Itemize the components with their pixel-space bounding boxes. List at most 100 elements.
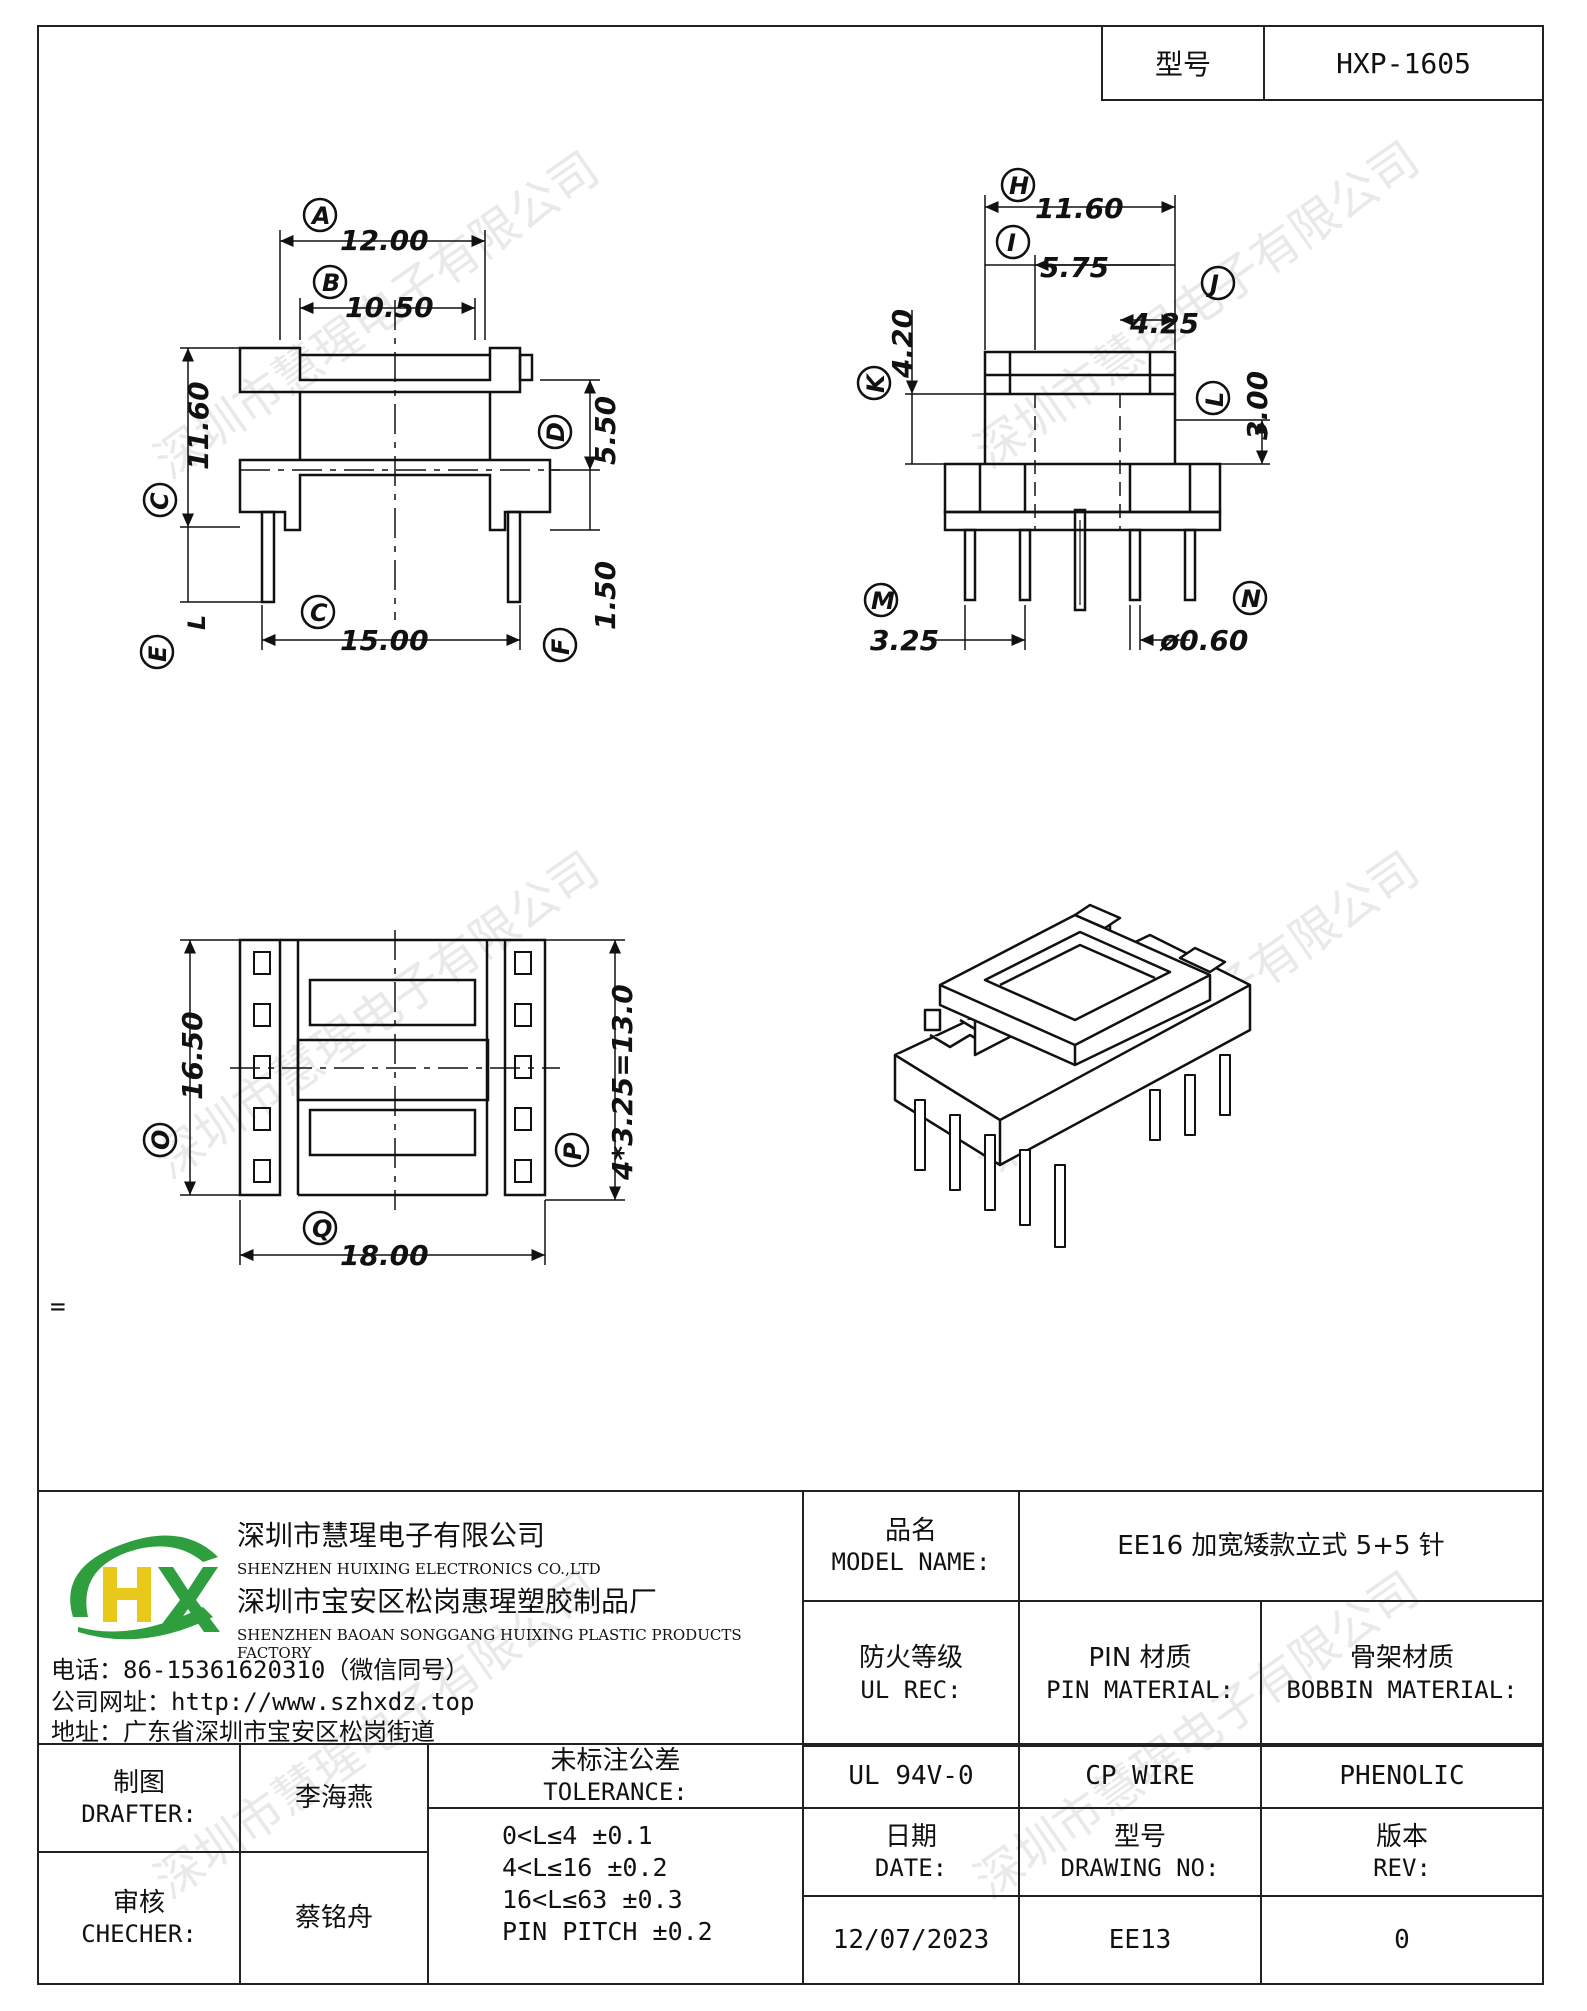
company-logo [70,1535,220,1640]
dim-l: 3.00 [1241,371,1274,440]
checker-label: 审核 CHECHER: [37,1851,241,1985]
model-header-box: 型号 HXP-1605 [1101,25,1544,101]
pin-material-zh: PIN 材质 [1088,1643,1192,1674]
dim-b: 10.50 [345,291,434,324]
company-address: 地址：广东省深圳市宝安区松岗街道 [51,1718,435,1746]
date-zh: 日期 [884,1821,937,1852]
drawing-no-label: 型号 DRAWING NO: [1018,1807,1262,1897]
tolerance-en: TOLERANCE: [543,1778,688,1807]
model-name-label: 品名 MODEL NAME: [802,1490,1020,1602]
bobbin-material-label: 骨架材质 BOBBIN MATERIAL: [1260,1600,1544,1747]
dim-q: 18.00 [340,1239,429,1272]
label-e: E [144,645,172,662]
label-n: N [1241,585,1261,613]
dim-c-height: 11.60 [182,381,215,470]
dim-p: 4*3.25=13.0 [606,984,639,1181]
label-l: L [1201,392,1229,407]
company-name-cn: 深圳市慧瑆电子有限公司 [237,1519,546,1552]
ul-rec-label: 防火等级 UL REC: [802,1600,1020,1747]
drawing-no-zh: 型号 [1113,1821,1166,1852]
rev-label: 版本 REV: [1260,1807,1544,1897]
dim-j: 4.25 [1129,307,1199,340]
watermark-text: 深圳市慧瑆电子有限公司 [145,841,610,1190]
model-name-value: EE16 加宽矮款立式 5+5 针 [1117,1530,1445,1561]
drawing-no-value: EE13 [1108,1924,1172,1955]
rev-value-cell: 0 [1260,1895,1544,1985]
checker-zh: 审核 [112,1887,165,1918]
bottom-view-text: O 16.50 P 4*3.25=13.0 Q 18.00 [147,984,639,1272]
dim-n: ø0.60 [1159,624,1248,657]
label-b: B [322,269,340,297]
label-f: F [547,638,575,655]
pin-material-label: PIN 材质 PIN MATERIAL: [1018,1600,1262,1747]
date-en: DATE: [874,1854,948,1883]
ul-value-cell: UL 94V-0 [802,1743,1020,1809]
model-name-en: MODEL NAME: [831,1548,991,1577]
side-view [856,167,1270,650]
front-view [139,197,600,670]
title-block: 深圳市慧瑆电子有限公司 SHENZHEN HUIXING ELECTRONICS… [37,1490,1544,1985]
checker-name: 蔡铭舟 [294,1902,373,1933]
stray-mark: = [50,1292,66,1322]
dim-d: 5.50 [589,396,622,465]
model-name-zh: 品名 [884,1515,937,1546]
drawing-no-value-cell: EE13 [1018,1895,1262,1985]
tolerance-zh: 未标注公差 [550,1745,681,1776]
ul-rec-en: UL REC: [860,1675,962,1704]
company-website: 公司网址：http://www.szhxdz.top [51,1688,475,1716]
rev-value: 0 [1394,1924,1410,1955]
pin-material-value: CP WIRE [1085,1760,1195,1791]
tolerance-line: PIN PITCH ±0.2 [502,1917,713,1946]
bobbin-material-zh: 骨架材质 [1349,1643,1454,1674]
model-label: 型号 [1103,27,1265,99]
pin-material-value-cell: CP WIRE [1018,1743,1262,1809]
label-h: H [1009,172,1029,200]
rev-en: REV: [1373,1854,1431,1883]
front-view-text: A 12.00 B 10.50 C 11.60 C 15.00 D 5.50 E… [144,202,622,662]
dim-l-mark: L [183,615,211,630]
company-info: 深圳市慧瑆电子有限公司 SHENZHEN HUIXING ELECTRONICS… [37,1490,804,1746]
checker-name-cell: 蔡铭舟 [239,1851,429,1985]
dim-f: 1.50 [589,561,622,630]
company-phone: 电话：86-15361620310（微信同号） [51,1656,470,1684]
factory-name-en: SHENZHEN BAOAN SONGGANG HUIXING PLASTIC … [237,1626,742,1662]
bobbin-material-en: BOBBIN MATERIAL: [1286,1675,1518,1704]
drafter-label: 制图 DRAFTER: [37,1743,241,1853]
dim-c-width: 15.00 [340,624,429,657]
drafter-en: DRAFTER: [81,1800,197,1829]
tolerance-line: 0<L≤4 ±0.1 [502,1821,653,1850]
label-a: A [310,202,331,230]
tolerance-lines: 0<L≤4 ±0.1 4<L≤16 ±0.2 16<L≤63 ±0.3 PIN … [502,1820,713,1948]
label-o: O [147,1130,175,1150]
label-d: D [542,422,570,442]
company-name-en: SHENZHEN HUIXING ELECTRONICS CO.,LTD [237,1560,601,1578]
dim-k: 4.20 [886,309,919,379]
bobbin-material-value-cell: PHENOLIC [1260,1743,1544,1809]
label-i: I [1007,229,1016,257]
factory-name-cn: 深圳市宝安区松岗惠瑆塑胶制品厂 [237,1585,658,1618]
rev-zh: 版本 [1375,1821,1428,1852]
label-p: P [559,1142,587,1160]
side-view-text: H 11.60 I 5.75 J 4.25 K 4.20 L 3.00 M 3.… [862,172,1274,657]
tolerance-label: 未标注公差 TOLERANCE: [427,1743,804,1809]
label-j: J [1206,270,1219,298]
tolerance-line: 16<L≤63 ±0.3 [502,1885,683,1914]
dim-o: 16.50 [176,1011,209,1100]
drafter-name: 李海燕 [294,1782,373,1813]
drafter-zh: 制图 [112,1767,165,1798]
date-label: 日期 DATE: [802,1807,1020,1897]
label-c-left: C [146,492,174,510]
ul-rec-zh: 防火等级 [858,1643,963,1674]
dim-i: 5.75 [1040,251,1109,284]
drafter-name-cell: 李海燕 [239,1743,429,1853]
date-value: 12/07/2023 [832,1924,990,1955]
checker-en: CHECHER: [81,1920,197,1949]
date-value-cell: 12/07/2023 [802,1895,1020,1985]
pin-material-en: PIN MATERIAL: [1046,1675,1234,1704]
ul-value: UL 94V-0 [848,1760,974,1791]
dim-a: 12.00 [340,224,429,257]
bottom-view [142,930,625,1265]
bobbin-material-value: PHENOLIC [1339,1760,1465,1791]
dim-h: 11.60 [1035,192,1124,225]
